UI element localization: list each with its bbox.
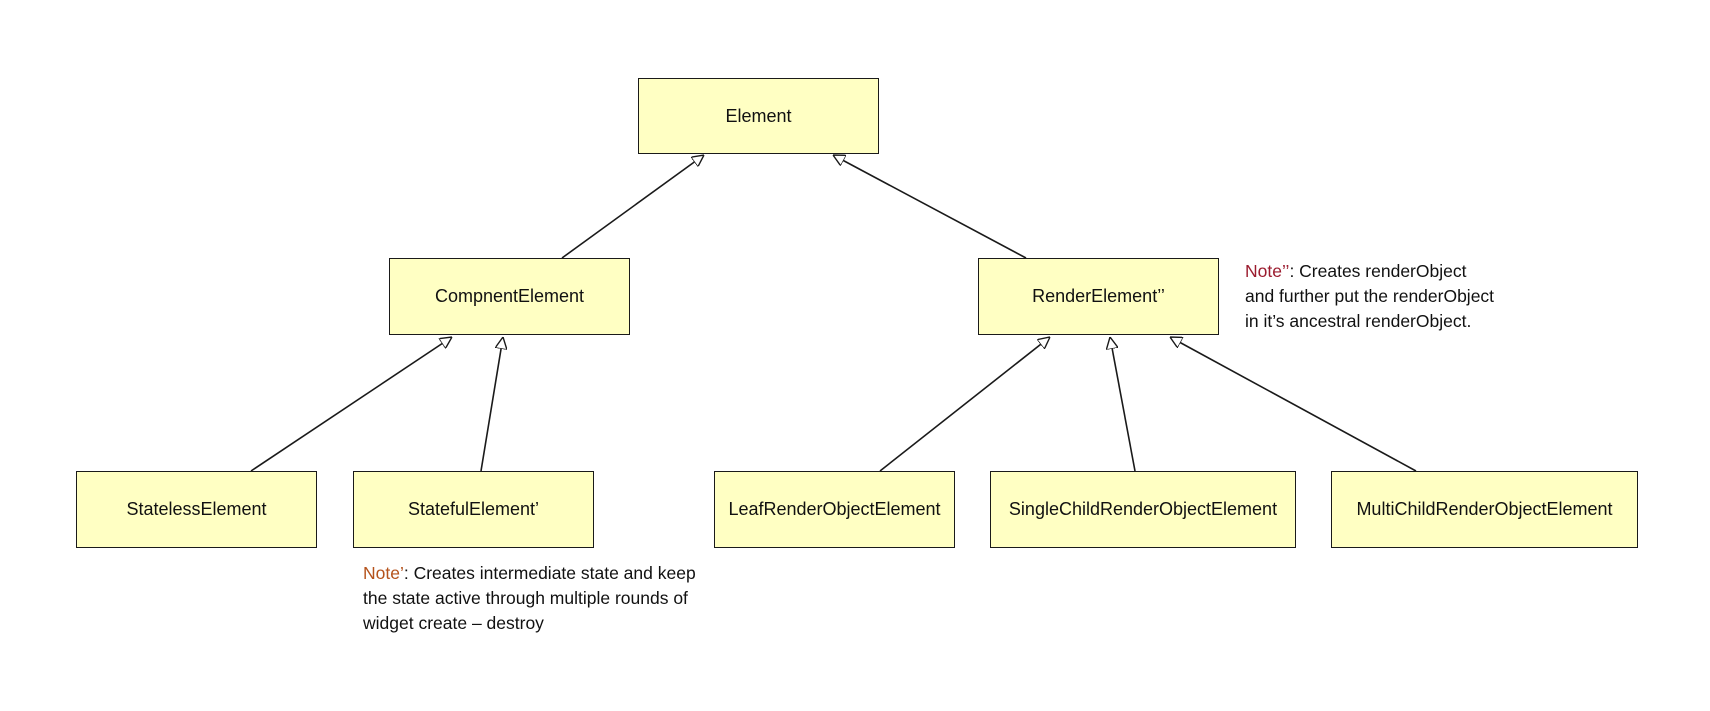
element-node: Element (638, 78, 879, 154)
stateful-note: Note’: Creates intermediate state and ke… (363, 561, 696, 636)
arrow-leaf-to-render (879, 337, 1050, 472)
arrow-render-to-element (833, 155, 1027, 259)
render-note: Note’’: Creates renderObject and further… (1245, 259, 1494, 334)
arrow-stateless-to-component (250, 337, 452, 472)
render-note-line-3: in it’s ancestral renderObject. (1245, 311, 1472, 331)
render-note-marker: Note’’ (1245, 261, 1290, 281)
render-element-node: RenderElement’’ (978, 258, 1219, 335)
stateful-note-line-3: widget create – destroy (363, 613, 544, 633)
component-element-node: CompnentElement (389, 258, 630, 335)
arrow-stateful-to-component (480, 337, 503, 472)
render-note-line-2: and further put the renderObject (1245, 286, 1495, 306)
arrow-component-to-element (561, 155, 704, 259)
single-child-render-object-element-node: SingleChildRenderObjectElement (990, 471, 1296, 548)
render-note-line-1: : Creates renderObject (1289, 261, 1467, 281)
stateless-element-node: StatelessElement (76, 471, 317, 548)
stateful-element-node: StatefulElement’ (353, 471, 594, 548)
stateful-note-marker: Note’ (363, 563, 404, 583)
stateful-note-line-1: : Creates intermediate state and keep (403, 563, 696, 583)
stateful-note-line-2: the state active through multiple rounds… (363, 588, 688, 608)
arrow-single-to-render (1110, 337, 1136, 472)
leaf-render-object-element-node: LeafRenderObjectElement (714, 471, 955, 548)
arrow-multi-to-render (1170, 337, 1417, 472)
multi-child-render-object-element-node: MultiChildRenderObjectElement (1331, 471, 1638, 548)
